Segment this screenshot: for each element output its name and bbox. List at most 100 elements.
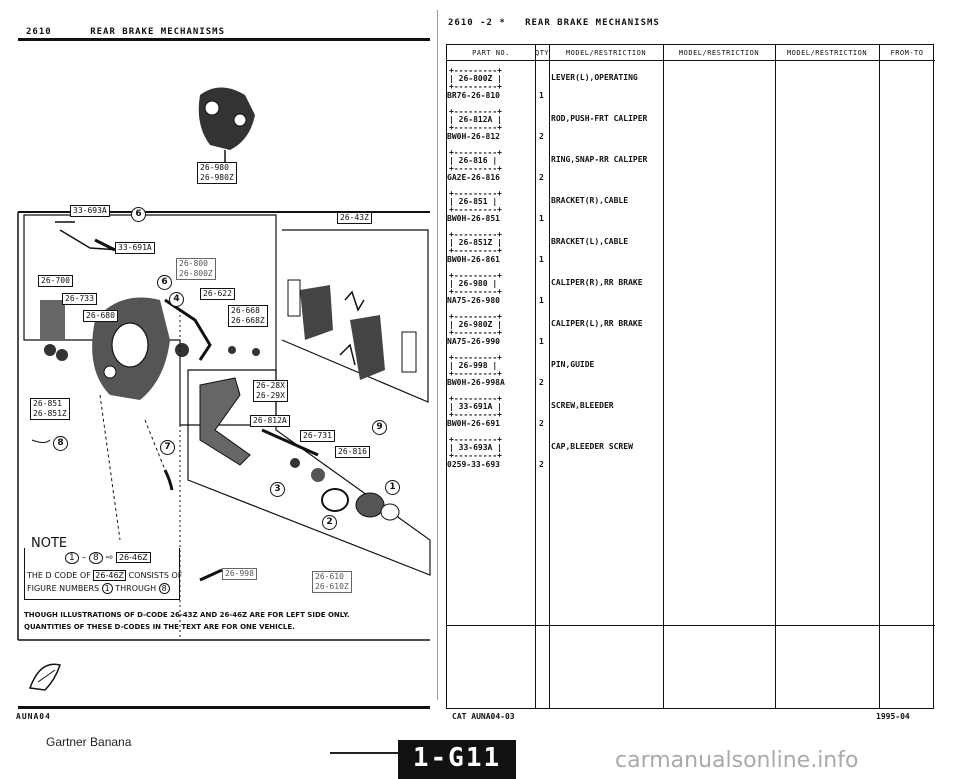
callout-26-28x-a: 26-28X [256,381,285,390]
quantity: 1 [539,91,544,100]
callout-26-610: 26-610 26-610Z [312,571,352,593]
description: CAP,BLEEDER SCREW [551,442,633,451]
right-header-sep: -2 [480,18,493,28]
callout-26-733: 26-733 [62,293,97,305]
right-header-mark: * [499,18,506,28]
callout-33-693a: 33-693A [70,205,110,217]
circled-6: 6 [157,275,172,290]
part-number: GA2E-26-816 [447,173,500,182]
dcode-box: +---------+| 26-980 |+---------+ [449,272,502,296]
part-number: NA75-26-990 [447,337,500,346]
col-divider [549,45,550,708]
callout-26-668z: 26-668Z [231,316,265,325]
table-bottom-rule [447,625,935,626]
callout-33-691a: 33-691A [115,242,155,254]
dcode-border-top: +---------+ [449,148,502,157]
callout-26-680: 26-680 [83,310,118,322]
dcode-line: | 26-980Z | [449,320,502,329]
table-row: +---------+| 26-851 |+---------+BW0H-26-… [447,190,935,234]
table-row: +---------+| 26-998 |+---------+BW0H-26-… [447,354,935,398]
dcode-border-bottom: +---------+ [449,246,502,255]
formula-circled-8: 8 [88,552,103,564]
part-number: BW0H-26-691 [447,419,500,428]
callout-26-29x: 26-29X [256,391,285,400]
note-line1-post: CONSISTS OF [128,571,183,580]
dcode-border-top: +---------+ [449,271,502,280]
part-number: BW0H-26-998A [447,378,505,387]
circled-2: 2 [322,515,337,530]
dcode-line: | 26-998 | [449,361,498,370]
circled-6-top: 6 [131,207,146,222]
callout-26-800: 26-800 [179,259,208,268]
table-row: +---------+| 33-693A |+---------+0259-33… [447,436,935,480]
dcode: 26-980Z [458,320,493,329]
note-box: NOTE 1 – 8 ⇨ 26-46Z THE D CODE OF 26-46Z… [24,536,183,600]
callout-26-998: 26-998 [222,568,257,580]
exploded-diagram: 26-980 26-980Z 33-693A 26-43Z 33-691A 26… [0,0,440,700]
dcode-border-top: +---------+ [449,312,502,321]
table-row: +---------+| 26-980Z |+---------+NA75-26… [447,313,935,357]
dcode-line: | 26-812A | [449,115,502,124]
callout-26-28x: 26-28X 26-29X [253,380,288,402]
col-divider [535,45,536,708]
callout-26-43z: 26-43Z [337,212,372,224]
circled-9: 9 [372,420,387,435]
dcode-border-top: +---------+ [449,66,502,75]
caliper-body-icon [40,297,170,400]
note-line2-text: FIGURE NUMBERS [27,584,100,593]
dcode-box: +---------+| 26-851Z |+---------+ [449,231,502,255]
description: LEVER(L),OPERATING [551,73,638,82]
description: PIN,GUIDE [551,360,595,369]
dcode-border-top: +---------+ [449,230,502,239]
table-row: +---------+| 26-816 |+---------+GA2E-26-… [447,149,935,193]
table-row: +---------+| 26-851Z |+---------+BW0H-26… [447,231,935,275]
part-number: 0259-33-693 [447,460,500,469]
col-divider [879,45,880,708]
parts-table: PART NO. QTY MODEL/RESTRICTION MODEL/RES… [446,44,935,709]
callout-26-731: 26-731 [300,430,335,442]
callout-caliper: 26-980 26-980Z [197,162,237,184]
header-qty: QTY [535,45,549,61]
note-circled-8: 8 [158,583,170,594]
dcode-border-top: +---------+ [449,435,502,444]
description: CALIPER(L),RR BRAKE [551,319,643,328]
callout-26-800z: 26-800Z [179,269,213,278]
dcode-border-bottom: +---------+ [449,328,502,337]
dcode-line: | 26-980 | [449,279,498,288]
callout-26-700: 26-700 [38,275,73,287]
footnote-1: THOUGH ILLUSTRATIONS OF D-CODE 26-43Z AN… [24,611,350,619]
right-footer-left: CAT AUNA04-03 [452,712,515,721]
left-header-rule [18,38,430,41]
note-line1-box: 26-46Z [93,570,127,581]
part-number: BW0H-26-812 [447,132,500,141]
circled-4: 4 [169,292,184,307]
quantity: 2 [539,173,544,182]
diagram-lines [17,87,431,691]
dcode: 26-816 [458,156,488,165]
dcode-box: +---------+| 33-693A |+---------+ [449,436,502,460]
callout-lever: 26-800 26-800Z [176,258,216,280]
description: BRACKET(L),CABLE [551,237,629,246]
part-number: BW0H-26-851 [447,214,500,223]
dcode-line: | 26-816 | [449,156,498,165]
callout-26-980z: 26-980Z [200,173,234,182]
header-model-1: MODEL/RESTRICTION [549,45,663,61]
callout-26-622: 26-622 [200,288,235,300]
part-number: NA75-26-980 [447,296,500,305]
part-number: BR76-26-810 [447,91,500,100]
callout-26-980: 26-980 [200,163,229,172]
quantity: 1 [539,337,544,346]
dcode: 33-693A [458,443,493,452]
note-circled-1: 1 [101,583,113,594]
dcode: 26-851Z [458,238,493,247]
header-part-no: PART NO. [447,45,535,61]
note-line2-mid: THROUGH [115,584,157,593]
circled-7: 7 [160,440,175,455]
dcode-border-bottom: +---------+ [449,369,502,378]
right-header-code: 2610 [448,18,474,28]
dcode-box: +---------+| 26-816 |+---------+ [449,149,502,173]
callout-26-851-a: 26-851 [33,399,62,408]
quantity: 1 [539,255,544,264]
dcode-border-bottom: +---------+ [449,123,502,132]
dcode: 26-998 [458,361,488,370]
